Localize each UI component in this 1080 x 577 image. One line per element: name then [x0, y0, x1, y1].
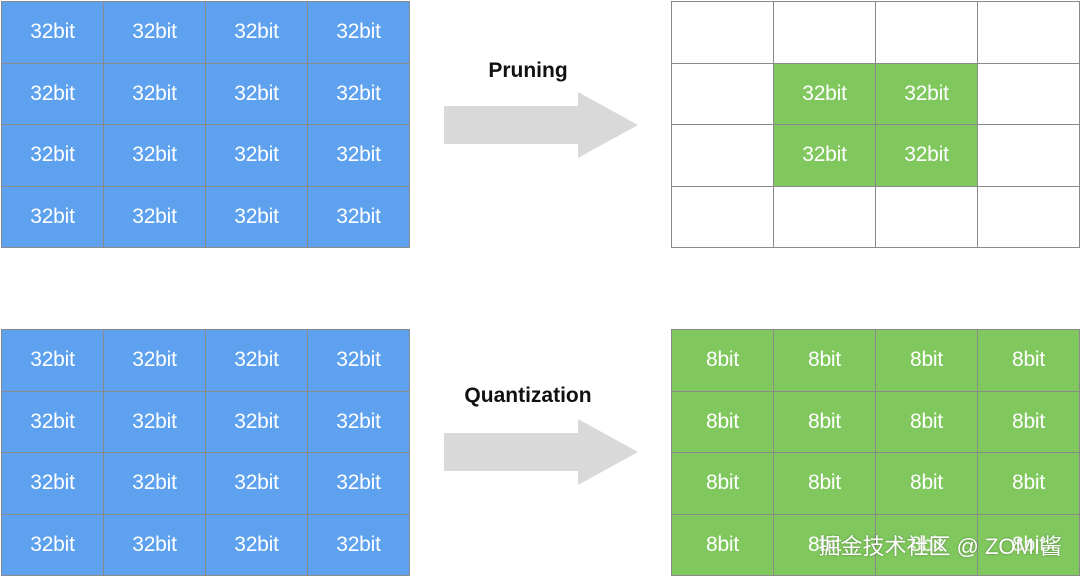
matrix-cell: 32bit	[104, 453, 206, 515]
matrix-cell: 32bit	[104, 2, 206, 64]
matrix-cell: 8bit	[774, 330, 876, 392]
quantization-label: Quantization	[464, 384, 592, 407]
matrix-cell: 32bit	[2, 125, 104, 187]
matrix-cell: 8bit	[978, 453, 1080, 515]
matrix-cell: 32bit	[206, 514, 308, 576]
pruning-input-matrix: 32bit 32bit 32bit 32bit 32bit 32bit 32bi…	[1, 1, 410, 248]
matrix-cell: 32bit	[308, 186, 410, 248]
matrix-cell: 32bit	[876, 125, 978, 187]
matrix-cell: 8bit	[876, 330, 978, 392]
matrix-cell: 32bit	[308, 330, 410, 392]
watermark: 掘金技术社区 @ ZOMI酱	[818, 534, 1062, 559]
matrix-cell: 32bit	[2, 453, 104, 515]
matrix-cell: 32bit	[206, 125, 308, 187]
matrix-cell: 8bit	[876, 391, 978, 453]
matrix-cell: 32bit	[308, 514, 410, 576]
pruning-output-matrix: 32bit 32bit 32bit 32bit	[671, 1, 1080, 248]
matrix-cell: 32bit	[206, 330, 308, 392]
matrix-cell	[672, 125, 774, 187]
matrix-cell: 32bit	[104, 63, 206, 125]
matrix-cell: 8bit	[672, 453, 774, 515]
matrix-cell: 32bit	[206, 453, 308, 515]
matrix-cell: 32bit	[308, 391, 410, 453]
matrix-cell: 32bit	[206, 391, 308, 453]
right-arrow-icon	[444, 92, 638, 158]
matrix-cell: 32bit	[104, 186, 206, 248]
matrix-cell: 32bit	[104, 125, 206, 187]
matrix-cell: 32bit	[206, 186, 308, 248]
matrix-cell: 32bit	[206, 2, 308, 64]
right-arrow-icon	[444, 419, 638, 485]
matrix-cell: 32bit	[308, 2, 410, 64]
matrix-cell: 32bit	[104, 514, 206, 576]
matrix-cell: 8bit	[672, 514, 774, 576]
quantization-output-matrix: 8bit 8bit 8bit 8bit 8bit 8bit 8bit 8bit …	[671, 329, 1080, 576]
matrix-cell: 32bit	[2, 330, 104, 392]
matrix-cell: 8bit	[876, 514, 978, 576]
matrix-cell: 32bit	[308, 125, 410, 187]
matrix-cell: 8bit	[672, 391, 774, 453]
arrow-shape	[444, 419, 638, 485]
matrix-cell	[672, 63, 774, 125]
matrix-cell: 32bit	[774, 63, 876, 125]
matrix-cell: 8bit	[876, 453, 978, 515]
arrow-shape	[444, 92, 638, 158]
matrix-cell: 32bit	[308, 63, 410, 125]
matrix-cell: 32bit	[206, 63, 308, 125]
matrix-cell: 32bit	[2, 2, 104, 64]
matrix-cell: 8bit	[672, 330, 774, 392]
matrix-cell: 8bit	[774, 391, 876, 453]
matrix-cell: 8bit	[774, 453, 876, 515]
matrix-cell	[774, 2, 876, 64]
matrix-cell	[876, 2, 978, 64]
matrix-cell: 32bit	[876, 63, 978, 125]
matrix-cell: 32bit	[104, 391, 206, 453]
matrix-cell: 32bit	[308, 453, 410, 515]
matrix-cell: 32bit	[104, 330, 206, 392]
matrix-cell	[978, 2, 1080, 64]
matrix-cell	[978, 125, 1080, 187]
matrix-cell	[672, 2, 774, 64]
pruning-label: Pruning	[488, 59, 568, 82]
matrix-cell: 8bit	[978, 330, 1080, 392]
matrix-cell: 32bit	[2, 63, 104, 125]
matrix-cell	[876, 186, 978, 248]
matrix-cell: 8bit	[978, 391, 1080, 453]
matrix-cell: 32bit	[2, 186, 104, 248]
matrix-cell: 32bit	[2, 391, 104, 453]
matrix-cell	[978, 186, 1080, 248]
quantization-input-matrix: 32bit 32bit 32bit 32bit 32bit 32bit 32bi…	[1, 329, 410, 576]
matrix-cell	[672, 186, 774, 248]
matrix-cell: 8bit	[978, 514, 1080, 576]
matrix-cell	[774, 186, 876, 248]
matrix-cell	[978, 63, 1080, 125]
matrix-cell: 8bit	[774, 514, 876, 576]
matrix-cell: 32bit	[2, 514, 104, 576]
matrix-cell: 32bit	[774, 125, 876, 187]
